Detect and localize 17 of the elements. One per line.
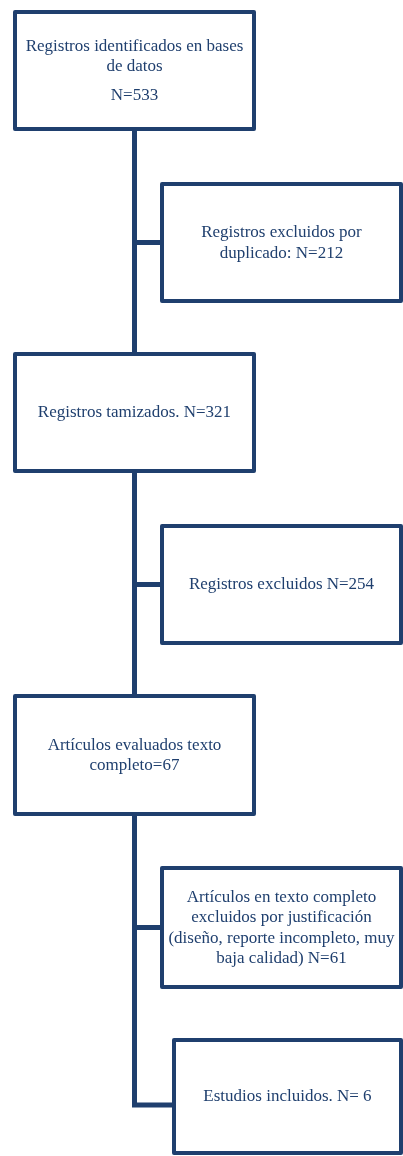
process-box — [13, 352, 256, 473]
box-text: Registros tamizados. N=321 — [37, 402, 232, 423]
box-text: Registros excluidos por duplicado: N=212 — [200, 222, 363, 263]
process-box — [160, 866, 403, 989]
process-box — [160, 182, 403, 303]
connector-line — [132, 131, 160, 245]
process-box — [172, 1038, 403, 1155]
box-text: Registros excluidos N=254 — [188, 574, 375, 595]
connector-line — [132, 473, 160, 587]
process-box — [160, 524, 403, 645]
box-text: N=533 — [110, 84, 159, 106]
box-text: Estudios incluidos. N= 6 — [203, 1086, 372, 1107]
box-text: Artículos evaluados texto completo=67 — [46, 734, 223, 776]
process-box — [13, 10, 256, 131]
box-text: Registros identificados en bases de datos — [24, 35, 245, 77]
process-box — [13, 694, 256, 816]
box-text: Artículos en texto completo excluidos por justificación (diseño, reporte incompleto, muy baja calidad) N=61 — [167, 886, 396, 969]
